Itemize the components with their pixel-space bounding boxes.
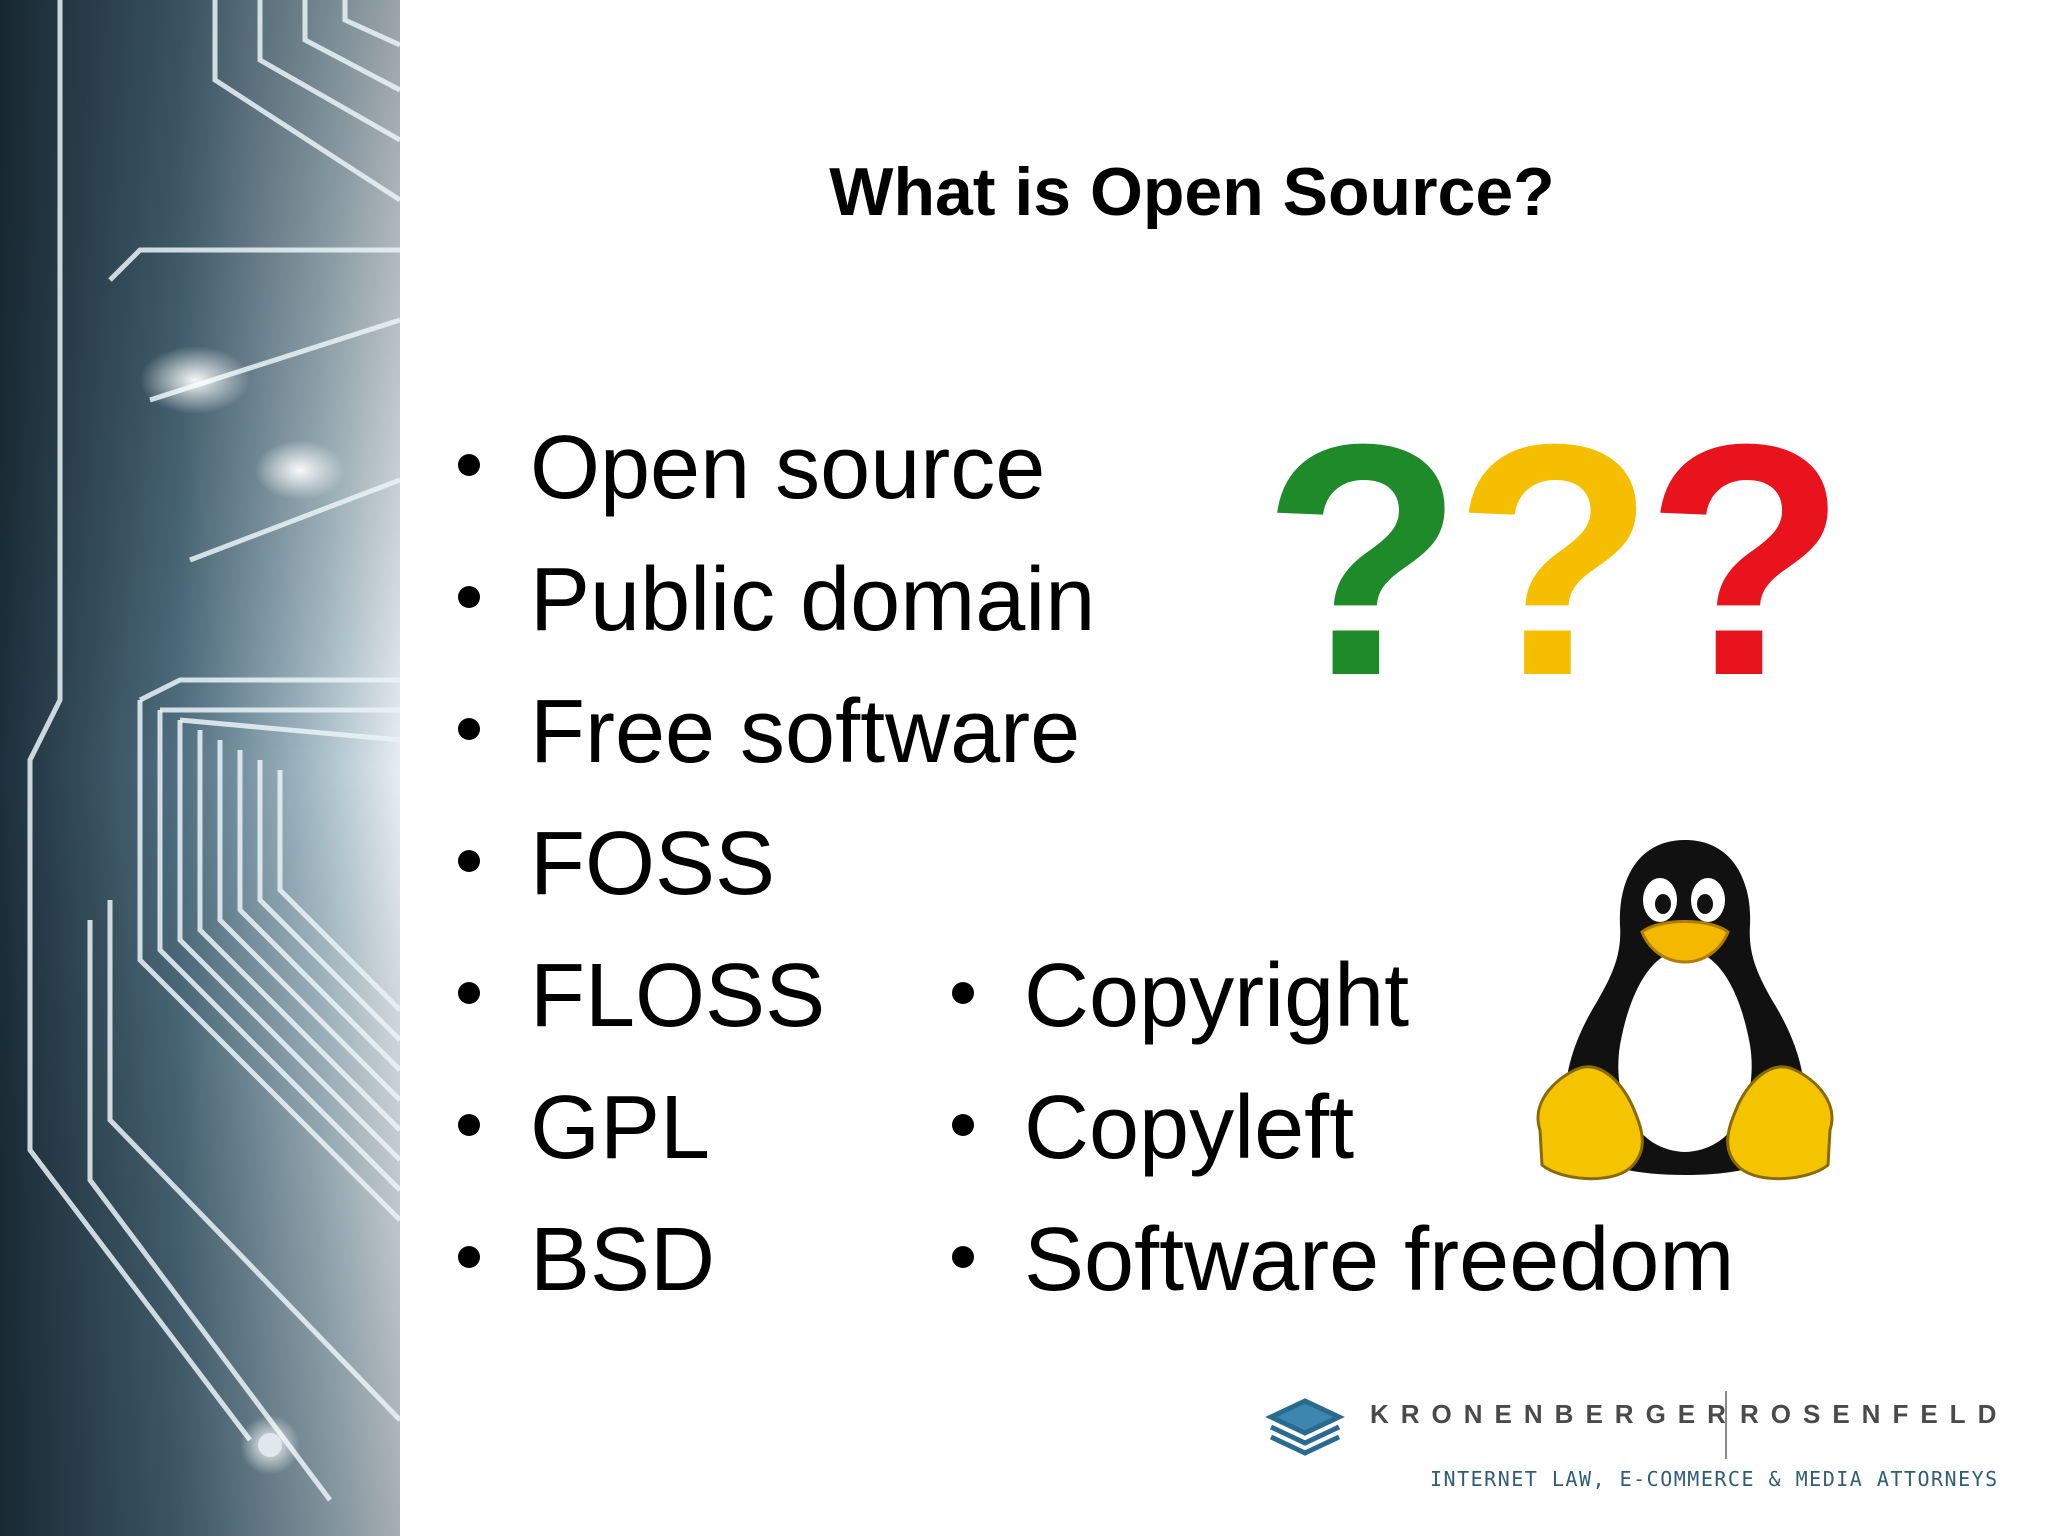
slide-title: What is Open Source? <box>829 154 1555 230</box>
question-marks-graphic: ??? <box>1262 375 1847 744</box>
list-item: Public domain <box>458 534 1096 666</box>
bullet-icon <box>458 1246 480 1268</box>
bullet-icon <box>458 1114 480 1136</box>
list-item: FLOSS <box>458 930 1095 1062</box>
list-item: GPL <box>458 1062 1095 1194</box>
tux-penguin-icon <box>1520 830 1850 1200</box>
list-item-text: Open source <box>530 418 1046 518</box>
list-item-text: Free software <box>530 682 1081 782</box>
logo-name-second: ROSENFELD <box>1740 1399 2009 1429</box>
bullet-icon <box>952 982 974 1004</box>
list-item: Software freedom <box>952 1194 1735 1326</box>
question-mark-red: ? <box>1645 375 1847 744</box>
list-item-text: GPL <box>530 1078 711 1178</box>
list-item-text: FLOSS <box>530 946 826 1046</box>
list-item-text: FOSS <box>530 814 776 914</box>
bullet-icon <box>458 982 480 1004</box>
logo-tagline: INTERNET LAW, E-COMMERCE & MEDIA ATTORNE… <box>1430 1467 1999 1491</box>
list-item: Copyright <box>952 930 1734 1062</box>
logo-name-first: KRONENBERGER <box>1370 1399 1738 1429</box>
list-item: Free software <box>458 666 1095 798</box>
list-item: Copyleft <box>952 1062 1734 1194</box>
circuit-board-background <box>0 0 400 1536</box>
list-item-text: Public domain <box>530 550 1096 650</box>
bullet-icon <box>458 850 480 872</box>
list-item-text: Copyleft <box>1024 1078 1355 1178</box>
company-logo: KRONENBERGER ROSENFELD INTERNET LAW, E-C… <box>1265 1385 2005 1500</box>
layered-diamond-icon <box>1265 1397 1345 1457</box>
list-item-text: Software freedom <box>1024 1210 1735 1310</box>
left-bullet-list: Open source Public domain Free software … <box>458 402 1096 1326</box>
bullet-icon <box>458 586 480 608</box>
question-mark-green: ? <box>1262 375 1464 744</box>
question-mark-yellow: ? <box>1453 375 1656 744</box>
logo-divider <box>1725 1391 1727 1459</box>
list-item: Open source <box>458 402 1095 534</box>
list-item: BSD <box>458 1194 1095 1326</box>
list-item: FOSS <box>458 798 1095 930</box>
right-bullet-list: Copyright Copyleft Software freedom <box>952 930 1735 1326</box>
list-item-text: BSD <box>530 1210 716 1310</box>
bullet-icon <box>952 1246 974 1268</box>
list-item-text: Copyright <box>1024 946 1410 1046</box>
bullet-icon <box>458 454 480 476</box>
bullet-icon <box>458 718 480 740</box>
bullet-icon <box>952 1114 974 1136</box>
